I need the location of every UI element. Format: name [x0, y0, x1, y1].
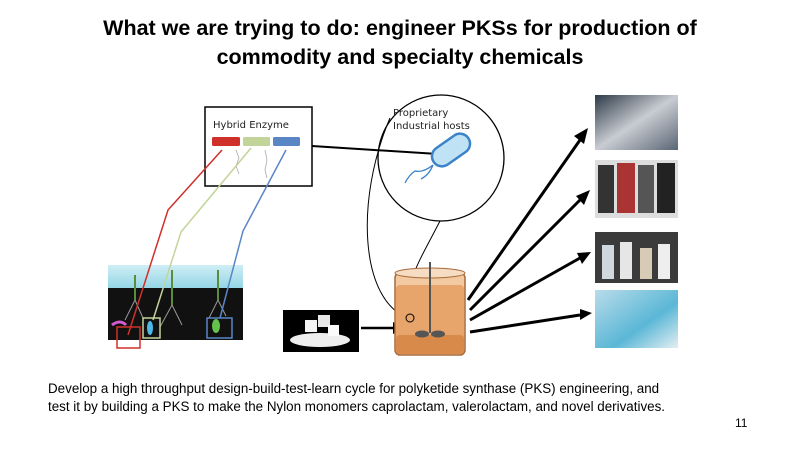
bioreactor-icon	[394, 262, 466, 356]
molecule-structure	[235, 149, 268, 179]
product-image-contact-lens	[595, 290, 678, 348]
bacterium-icon	[404, 132, 472, 184]
product-arrows	[466, 139, 582, 334]
product-image-film	[595, 95, 678, 150]
enzyme-module-red	[212, 137, 240, 146]
enzyme-module-blue	[273, 137, 300, 146]
hosts-label-line1: Proprietary	[393, 108, 448, 119]
soil-plants-image	[108, 265, 243, 349]
product-image-bottles	[595, 232, 678, 283]
red-link-line	[127, 149, 223, 336]
sugar-image	[283, 310, 359, 352]
caption-line1: Develop a high throughput design-build-t…	[48, 381, 660, 396]
blue-link-line	[219, 149, 287, 319]
caption-line2: test it by building a PKS to make the Ny…	[48, 399, 666, 414]
product-image-clothing	[595, 160, 678, 218]
green-link-line	[152, 147, 252, 321]
hybrid-enzyme-label: Hybrid Enzyme	[213, 120, 289, 131]
page-number: 11	[735, 416, 748, 430]
hybrid-enzyme-box	[204, 106, 313, 187]
hosts-label-line2: Industrial hosts	[393, 121, 470, 132]
enzyme-to-host-line	[311, 145, 439, 155]
slide-title-line1: What we are trying to do: engineer PKSs …	[103, 16, 697, 40]
slide-title-line2: commodity and specialty chemicals	[216, 45, 584, 69]
enzyme-module-green	[243, 137, 270, 146]
zoom-line-left	[366, 117, 409, 319]
